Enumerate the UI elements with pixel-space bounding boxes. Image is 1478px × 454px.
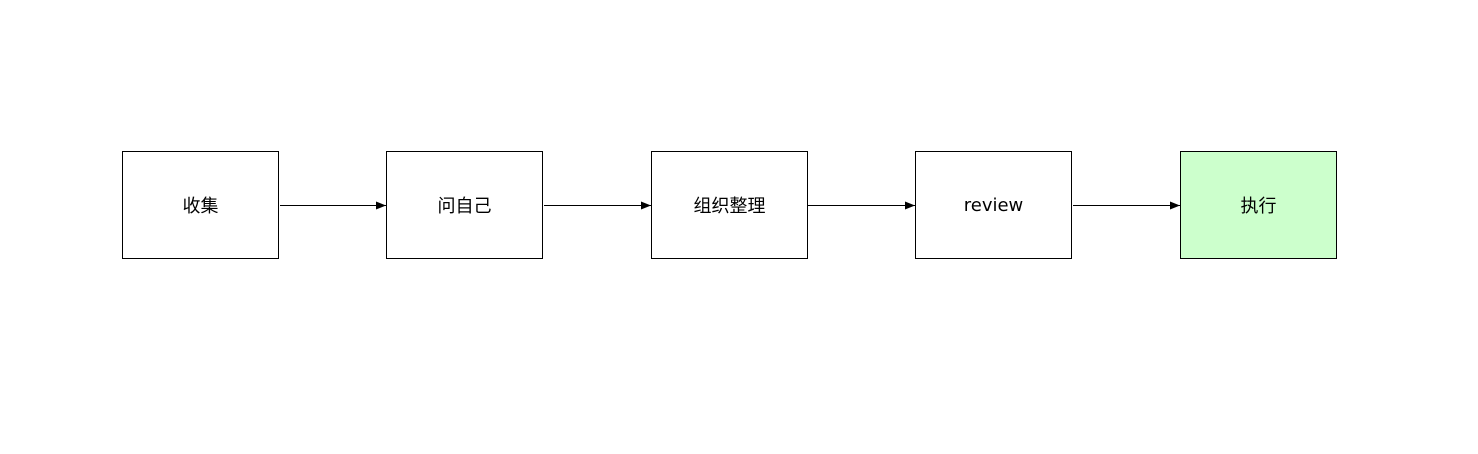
step-collect-node: 收集 xyxy=(122,151,279,259)
step-label: 收集 xyxy=(182,196,219,217)
step-label: review xyxy=(963,194,1024,216)
step-label: 问自己 xyxy=(437,196,492,217)
step-execute-node: 执行 xyxy=(1180,151,1337,259)
step-label: 组织整理 xyxy=(693,196,766,217)
step-label: 执行 xyxy=(1240,196,1277,217)
step-ask-yourself-node: 问自己 xyxy=(386,151,543,259)
step-review-node: review xyxy=(915,151,1072,259)
step-organize-node: 组织整理 xyxy=(651,151,808,259)
